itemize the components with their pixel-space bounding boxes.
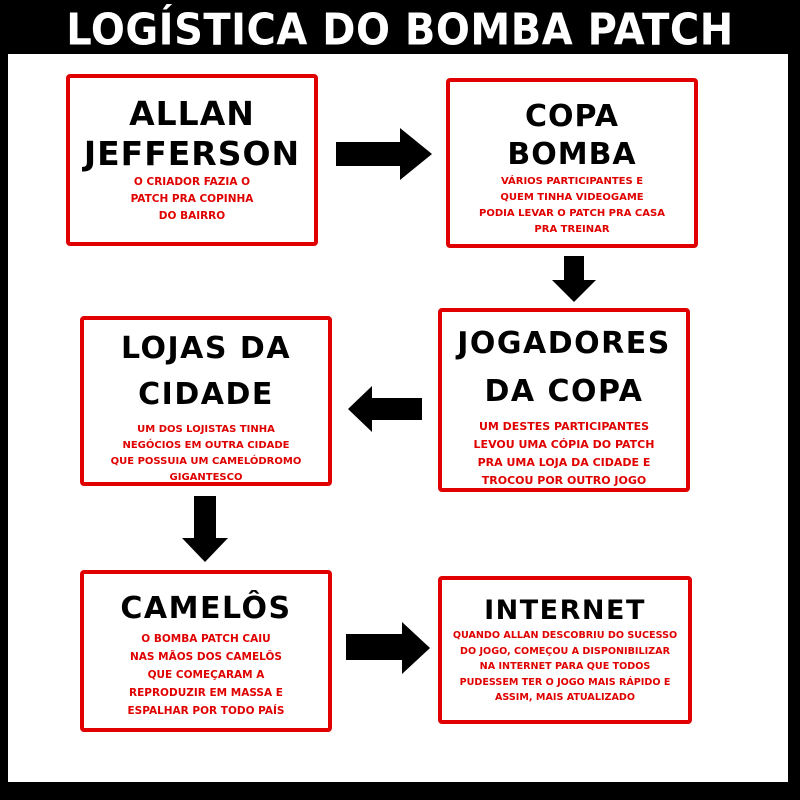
diagram-title: LOGÍSTICA DO BOMBA PATCH — [66, 5, 734, 56]
step-heading: COPA BOMBA — [507, 99, 637, 172]
step-heading: CAMELÔS — [120, 591, 292, 626]
step-lojas-da-cidade: LOJAS DA CIDADE UM DOS LOJISTAS TINHA NE… — [80, 316, 332, 486]
step-heading: LOJAS DA CIDADE — [120, 331, 292, 412]
step-description: O CRIADOR FAZIA O PATCH PRA COPINHA DO B… — [130, 176, 254, 222]
step-description: O BOMBA PATCH CAIU NAS MÃOS DOS CAMELÔS … — [127, 633, 285, 717]
arrow-right-icon — [336, 128, 434, 180]
arrow-down-icon — [552, 256, 596, 302]
step-heading: INTERNET — [484, 595, 646, 626]
step-allan-jefferson: ALLAN JEFFERSON O CRIADOR FAZIA O PATCH … — [66, 74, 318, 246]
arrow-left-icon — [346, 386, 422, 432]
step-description: QUANDO ALLAN DESCOBRIU DO SUCESSO DO JOG… — [452, 630, 678, 703]
arrow-right-icon — [346, 622, 432, 674]
step-description: VÁRIOS PARTICIPANTES E QUEM TINHA VIDEOG… — [479, 176, 665, 235]
step-heading: ALLAN JEFFERSON — [83, 94, 301, 173]
step-description: UM DESTES PARTICIPANTES LEVOU UMA CÓPIA … — [473, 420, 655, 487]
step-camelos: CAMELÔS O BOMBA PATCH CAIU NAS MÃOS DOS … — [80, 570, 332, 732]
step-jogadores-da-copa: JOGADORES DA COPA UM DESTES PARTICIPANTE… — [438, 308, 690, 492]
step-copa-bomba: COPA BOMBA VÁRIOS PARTICIPANTES E QUEM T… — [446, 78, 698, 248]
step-heading: JOGADORES DA COPA — [457, 326, 671, 409]
step-internet: INTERNET QUANDO ALLAN DESCOBRIU DO SUCES… — [438, 576, 692, 724]
arrow-down-icon — [182, 496, 228, 562]
step-description: UM DOS LOJISTAS TINHA NEGÓCIOS EM OUTRA … — [110, 424, 302, 483]
